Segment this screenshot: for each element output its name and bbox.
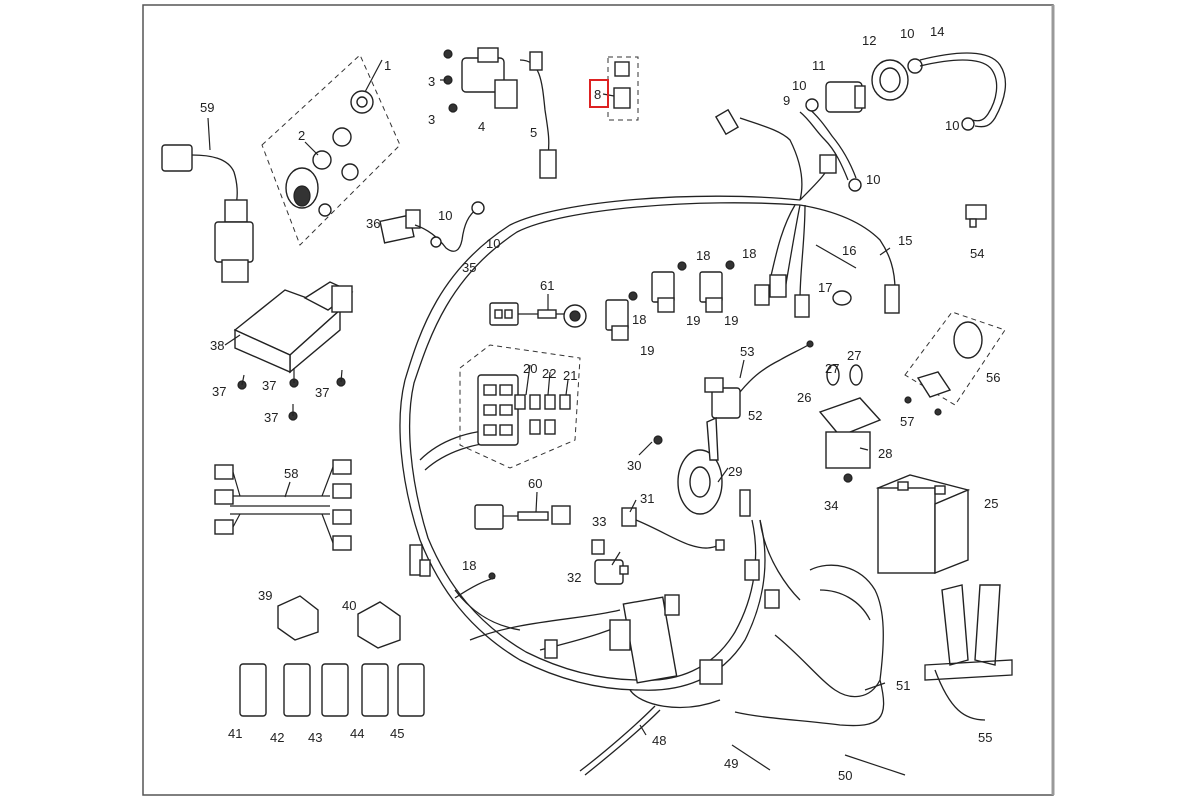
label-part-9: 9 (783, 93, 790, 108)
label-part-45: 45 (390, 726, 404, 741)
label-part-52: 52 (748, 408, 762, 423)
label-part-58: 58 (284, 466, 298, 481)
label-part-19: 19 (686, 313, 700, 328)
label-part-3: 3 (428, 74, 435, 89)
part-8-highlight-box (589, 79, 609, 108)
connector-part-60 (474, 504, 571, 530)
switch-part-32 (591, 539, 629, 585)
label-part-8: 8 (594, 87, 601, 102)
label-part-36: 36 (366, 216, 380, 231)
leader-lines (207, 117, 891, 736)
connector-part-61 (489, 302, 587, 328)
sub-harness-part-58 (214, 459, 352, 551)
sensor-bracket-group (440, 47, 557, 179)
battery-strap-part-55 (924, 584, 1013, 721)
label-part-31: 31 (640, 491, 654, 506)
label-part-26: 26 (797, 390, 811, 405)
label-part-25: 25 (984, 496, 998, 511)
label-part-33: 33 (592, 514, 606, 529)
label-part-29: 29 (728, 464, 742, 479)
label-part-37: 37 (315, 385, 329, 400)
label-part-38: 38 (210, 338, 224, 353)
label-part-10: 10 (486, 236, 500, 251)
label-part-10: 10 (792, 78, 806, 93)
switch-panel-parts (239, 595, 425, 717)
label-part-22: 22 (542, 366, 556, 381)
connector-part-59 (161, 144, 254, 283)
label-part-18: 18 (742, 246, 756, 261)
label-part-2: 2 (298, 128, 305, 143)
label-part-27: 27 (847, 348, 861, 363)
cable-tie-part-16 (815, 244, 857, 306)
label-part-53: 53 (740, 344, 754, 359)
label-part-10: 10 (945, 118, 959, 133)
label-part-39: 39 (258, 588, 272, 603)
label-part-57: 57 (900, 414, 914, 429)
label-part-44: 44 (350, 726, 364, 741)
label-part-54: 54 (970, 246, 984, 261)
label-part-37: 37 (262, 378, 276, 393)
label-part-16: 16 (842, 243, 856, 258)
label-part-37: 37 (264, 410, 278, 425)
wire-tag-part-18 (454, 572, 496, 599)
label-part-4: 4 (478, 119, 485, 134)
part-number-labels: 1 2 3 3 4 5 8 9 10 10 10 10 10 10 11 12 … (200, 24, 1000, 783)
sensor-part-36 (379, 201, 485, 252)
label-part-32: 32 (567, 570, 581, 585)
label-part-20: 20 (523, 361, 537, 376)
label-part-61: 61 (540, 278, 554, 293)
label-part-55: 55 (978, 730, 992, 745)
label-part-19: 19 (640, 343, 654, 358)
label-part-17: 17 (818, 280, 832, 295)
rectifier-part-26 (818, 364, 882, 483)
ecu-part-38 (233, 281, 354, 421)
label-part-42: 42 (270, 730, 284, 745)
label-part-12: 12 (862, 33, 876, 48)
label-part-15: 15 (898, 233, 912, 248)
label-part-28: 28 (878, 446, 892, 461)
label-part-1: 1 (384, 58, 391, 73)
label-part-27: 27 (825, 361, 839, 376)
label-part-10: 10 (866, 172, 880, 187)
battery-part-25 (875, 474, 971, 575)
fuse-box-group (459, 344, 581, 469)
label-part-41: 41 (228, 726, 242, 741)
harness-connectors (409, 108, 900, 685)
sensor-part-31 (621, 507, 725, 551)
label-part-5: 5 (530, 125, 537, 140)
label-part-56: 56 (986, 370, 1000, 385)
label-part-51: 51 (896, 678, 910, 693)
label-part-19: 19 (724, 313, 738, 328)
label-part-18: 18 (696, 248, 710, 263)
sensor-cables-bottom (579, 564, 906, 776)
regulator-part-56 (904, 311, 1006, 416)
label-part-3: 3 (428, 112, 435, 127)
label-part-50: 50 (838, 768, 852, 783)
label-part-18: 18 (462, 558, 476, 573)
label-part-43: 43 (308, 730, 322, 745)
label-part-10: 10 (900, 26, 914, 41)
relays-part-19 (605, 260, 735, 341)
ignition-switch-group (261, 54, 401, 246)
label-part-37: 37 (212, 384, 226, 399)
label-part-30: 30 (627, 458, 641, 473)
label-part-35: 35 (462, 260, 476, 275)
label-part-40: 40 (342, 598, 356, 613)
starter-relay-part-52 (704, 340, 814, 419)
label-part-59: 59 (200, 100, 214, 115)
label-part-21: 21 (563, 368, 577, 383)
label-part-49: 49 (724, 756, 738, 771)
label-part-14: 14 (930, 24, 944, 39)
fuse-part-54 (965, 204, 987, 228)
fuel-pump-group (799, 52, 1007, 192)
label-part-18: 18 (632, 312, 646, 327)
label-part-60: 60 (528, 476, 542, 491)
relay-part-8 (589, 56, 639, 121)
horn-part-29 (653, 416, 723, 515)
label-part-48: 48 (652, 733, 666, 748)
label-part-10: 10 (438, 208, 452, 223)
label-part-11: 11 (812, 58, 826, 73)
label-part-34: 34 (824, 498, 838, 513)
